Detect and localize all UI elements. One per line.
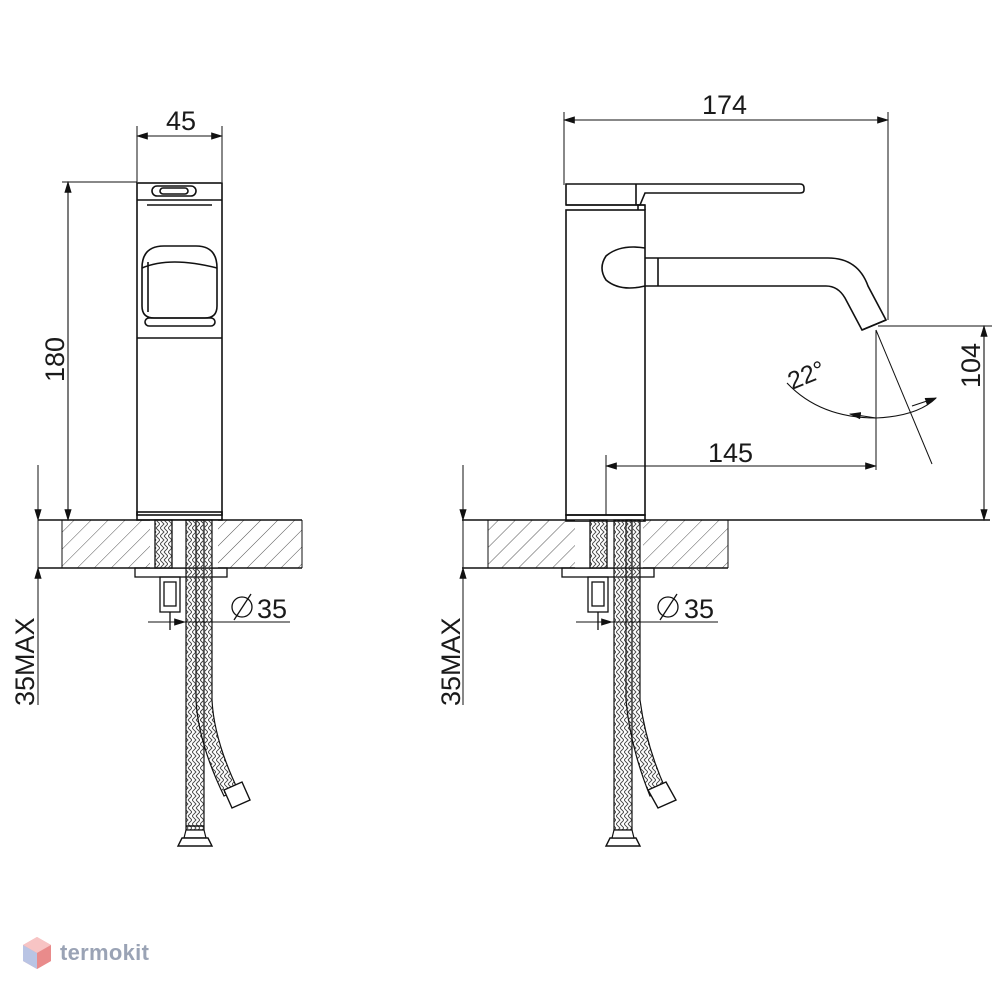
front-hole-label: 35 xyxy=(257,594,287,624)
watermark-text: termokit xyxy=(60,940,150,965)
front-mount-label: 35MAX xyxy=(10,617,40,706)
side-view: 174 145 104 22° 35MAX 35 xyxy=(436,90,992,847)
front-hoses xyxy=(176,519,251,847)
side-hoses xyxy=(604,519,677,847)
front-mounting xyxy=(134,519,228,630)
front-height-label: 180 xyxy=(40,337,70,382)
front-faucet-body xyxy=(136,182,223,521)
side-mount-label: 35MAX xyxy=(436,617,466,706)
watermark-logo: termokit xyxy=(22,936,149,970)
front-width-label: 45 xyxy=(166,106,196,136)
side-spout-height-label: 104 xyxy=(956,343,986,388)
termokit-cube-icon xyxy=(23,937,51,969)
front-view: 45 180 35MAX 35 xyxy=(10,106,303,847)
side-mounting xyxy=(561,519,655,630)
side-reach-label: 145 xyxy=(708,438,753,468)
side-length-label: 174 xyxy=(702,90,747,120)
side-faucet-body xyxy=(565,183,888,522)
side-hole-label: 35 xyxy=(684,594,714,624)
side-angle-label: 22° xyxy=(784,355,830,395)
